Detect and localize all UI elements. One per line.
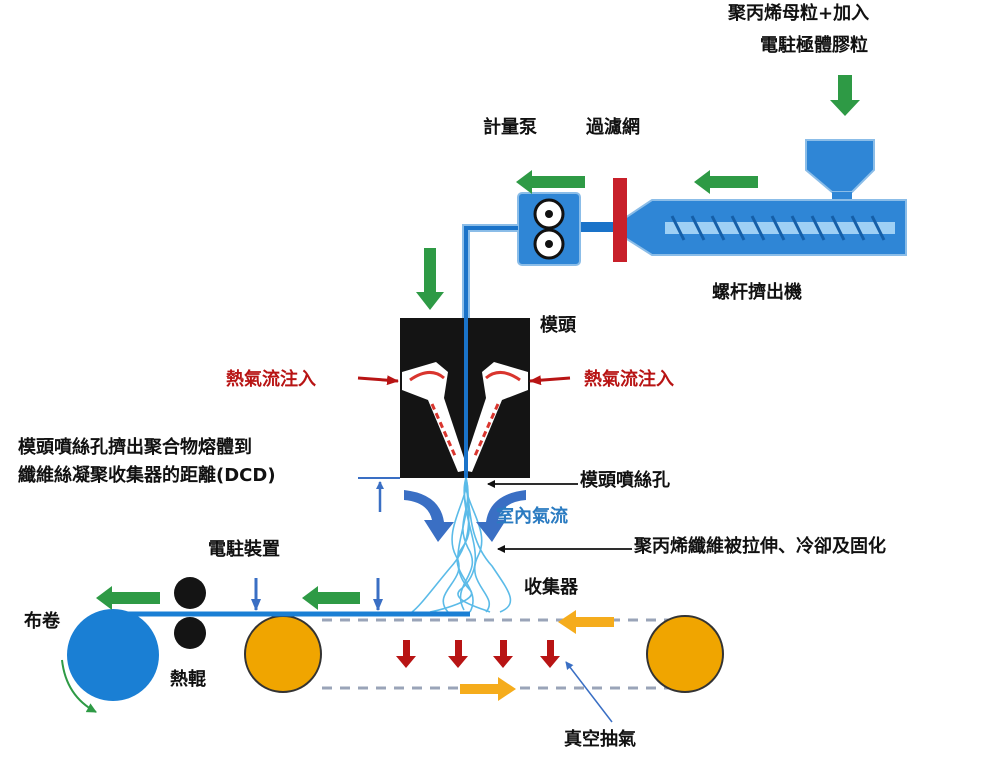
collector-roller-left xyxy=(244,615,322,693)
hot-roller-label: 熱輥 xyxy=(170,669,206,690)
belt-direction-arrows xyxy=(460,610,614,701)
hot-air-right-label: 熱氣流注入 xyxy=(584,369,674,390)
roll-rotation-arrow xyxy=(61,659,97,713)
collector-label: 收集器 xyxy=(524,577,578,598)
dcd-label-line2: 纖維絲凝聚收集器的距離(DCD) xyxy=(18,465,276,486)
die-head-label: 模頭 xyxy=(540,315,576,336)
room-air-label: 室內氣流 xyxy=(496,506,568,527)
room-air-arrows xyxy=(404,490,526,542)
vacuum-arrows xyxy=(396,640,560,668)
metering-pump-label: 計量泵 xyxy=(483,117,537,138)
vacuum-label: 真空抽氣 xyxy=(564,729,636,750)
collector-belt xyxy=(244,615,724,693)
spinneret-label: 模頭噴絲孔 xyxy=(580,470,670,491)
raw-material-label-line1: 聚丙烯母粒+加入 xyxy=(728,3,870,24)
filter-screen-label: 過濾網 xyxy=(586,117,640,138)
hot-air-arrow-right xyxy=(529,375,571,386)
metering-pump xyxy=(517,192,581,266)
screw-extruder xyxy=(621,139,907,256)
fabric-roll-label: 布卷 xyxy=(24,611,60,632)
vacuum-pointer xyxy=(565,661,613,723)
die-head xyxy=(400,318,530,478)
melt-pipe xyxy=(580,222,624,232)
hot-air-arrow-left xyxy=(357,375,399,386)
collector-roller-right xyxy=(646,615,724,693)
screw-extruder-label: 螺杆擠出機 xyxy=(712,282,802,303)
filter-screen xyxy=(613,178,627,262)
fabric-roll xyxy=(67,609,159,701)
dcd-label-line1: 模頭噴絲孔擠出聚合物熔體到 xyxy=(18,437,252,458)
fiber-process-label: 聚丙烯纖維被拉伸、冷卻及固化 xyxy=(634,536,886,557)
hot-roller xyxy=(174,577,206,649)
hot-air-left-label: 熱氣流注入 xyxy=(226,369,316,390)
raw-material-label-line2: 電駐極體膠粒 xyxy=(760,35,868,56)
electret-device-label: 電駐裝置 xyxy=(208,539,280,560)
green-flow-arrows xyxy=(96,75,860,610)
fiber-plume xyxy=(411,477,512,613)
